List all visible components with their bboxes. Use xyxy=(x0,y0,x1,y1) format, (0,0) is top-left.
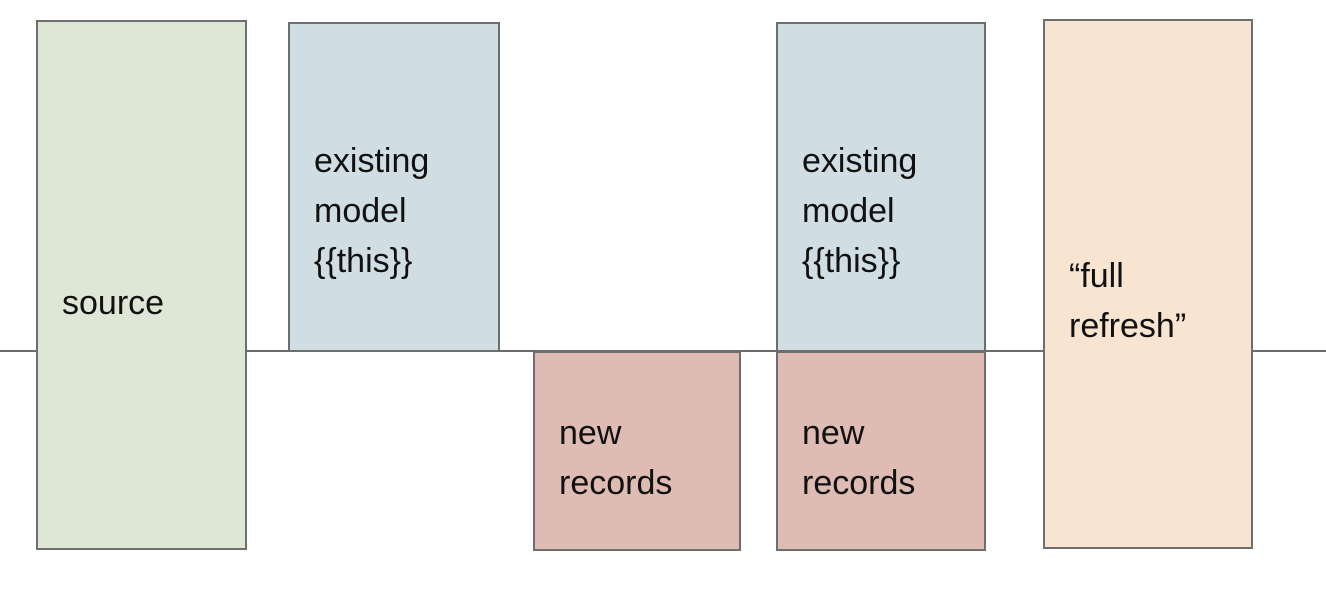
block-existing-model-1[interactable]: existing model {{this}} xyxy=(288,22,500,352)
block-new-records-1-label: new records xyxy=(559,414,673,502)
block-source-label: source xyxy=(62,284,165,322)
block-new-records-1[interactable]: new records xyxy=(533,351,741,551)
block-existing-model-2-label: existing model {{this}} xyxy=(802,142,918,280)
block-full-refresh-label: “full refresh” xyxy=(1069,257,1187,345)
block-new-records-2-label: new records xyxy=(802,414,916,502)
block-new-records-2[interactable]: new records xyxy=(776,351,986,551)
block-existing-model-2[interactable]: existing model {{this}} xyxy=(776,22,986,352)
block-source[interactable]: source xyxy=(36,20,247,550)
block-full-refresh[interactable]: “full refresh” xyxy=(1043,19,1253,549)
block-existing-model-1-label: existing model {{this}} xyxy=(314,142,430,280)
